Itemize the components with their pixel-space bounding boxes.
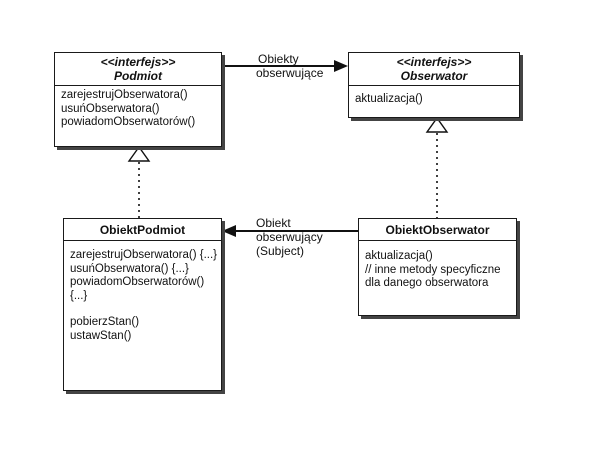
method: aktualizacja() <box>365 250 433 262</box>
method: // inne metody specyficzne <box>365 263 501 276</box>
observer-interface-methods: aktualizacja() <box>349 86 519 110</box>
label-line: obserwujące <box>256 66 324 80</box>
realization-triangle-observer <box>425 116 449 133</box>
association-arrowhead-observer <box>334 60 348 72</box>
realization-triangle-subject <box>127 145 151 162</box>
concrete-observer-box: ObiektObserwator aktualizacja() // inne … <box>358 218 517 316</box>
label-line: obserwujący <box>256 230 323 244</box>
concrete-observer-header: ObiektObserwator <box>359 219 516 241</box>
method: usuńObserwatora() {...} <box>70 262 189 275</box>
subject-interface-box: <<interfejs>> Podmiot zarejestrujObserwa… <box>54 52 222 147</box>
label-line: (Subject) <box>256 244 305 258</box>
method: zarejestrujObserwatora() {...} <box>70 249 218 261</box>
subject-interface-header: <<interfejs>> Podmiot <box>55 53 221 86</box>
observer-interface-header: <<interfejs>> Obserwator <box>349 53 519 86</box>
concrete-subject-header: ObiektPodmiot <box>64 219 221 241</box>
method: zarejestrujObserwatora() <box>61 89 188 101</box>
method: powiadomObserwatorów() <box>70 276 205 288</box>
subject-interface-name: Podmiot <box>114 69 162 83</box>
concrete-subject-methods: zarejestrujObserwatora() {...} usuńObser… <box>64 241 221 346</box>
method: ustawStan() <box>70 329 132 342</box>
subject-stereotype: <<interfejs>> <box>100 55 176 69</box>
method: pobierzStan() <box>70 316 140 328</box>
concrete-subject-box: ObiektPodmiot zarejestrujObserwatora() {… <box>63 218 222 391</box>
method: dla danego obserwatora <box>365 277 489 289</box>
subject-interface-methods: zarejestrujObserwatora() usuńObserwatora… <box>55 86 221 133</box>
observer-interface-name: Obserwator <box>400 69 468 83</box>
method: {...} <box>70 289 88 302</box>
concrete-observer-methods: aktualizacja() // inne metody specyficzn… <box>359 241 516 294</box>
label-line: Obiekt <box>256 216 291 230</box>
method: aktualizacja() <box>355 93 423 105</box>
concrete-subject-name: ObiektPodmiot <box>99 223 186 237</box>
concrete-observer-name: ObiektObserwator <box>385 223 490 237</box>
method: usuńObserwatora() <box>61 102 160 115</box>
observer-stereotype: <<interfejs>> <box>396 55 472 69</box>
top-association-label: Obiekty obserwujące <box>256 52 323 80</box>
label-line: Obiekty <box>258 52 299 66</box>
bottom-association-label: Obiekt obserwujący (Subject) <box>256 216 323 258</box>
method: powiadomObserwatorów() <box>61 116 196 128</box>
observer-interface-box: <<interfejs>> Obserwator aktualizacja() <box>348 52 520 118</box>
association-arrowhead-subject <box>222 225 236 237</box>
